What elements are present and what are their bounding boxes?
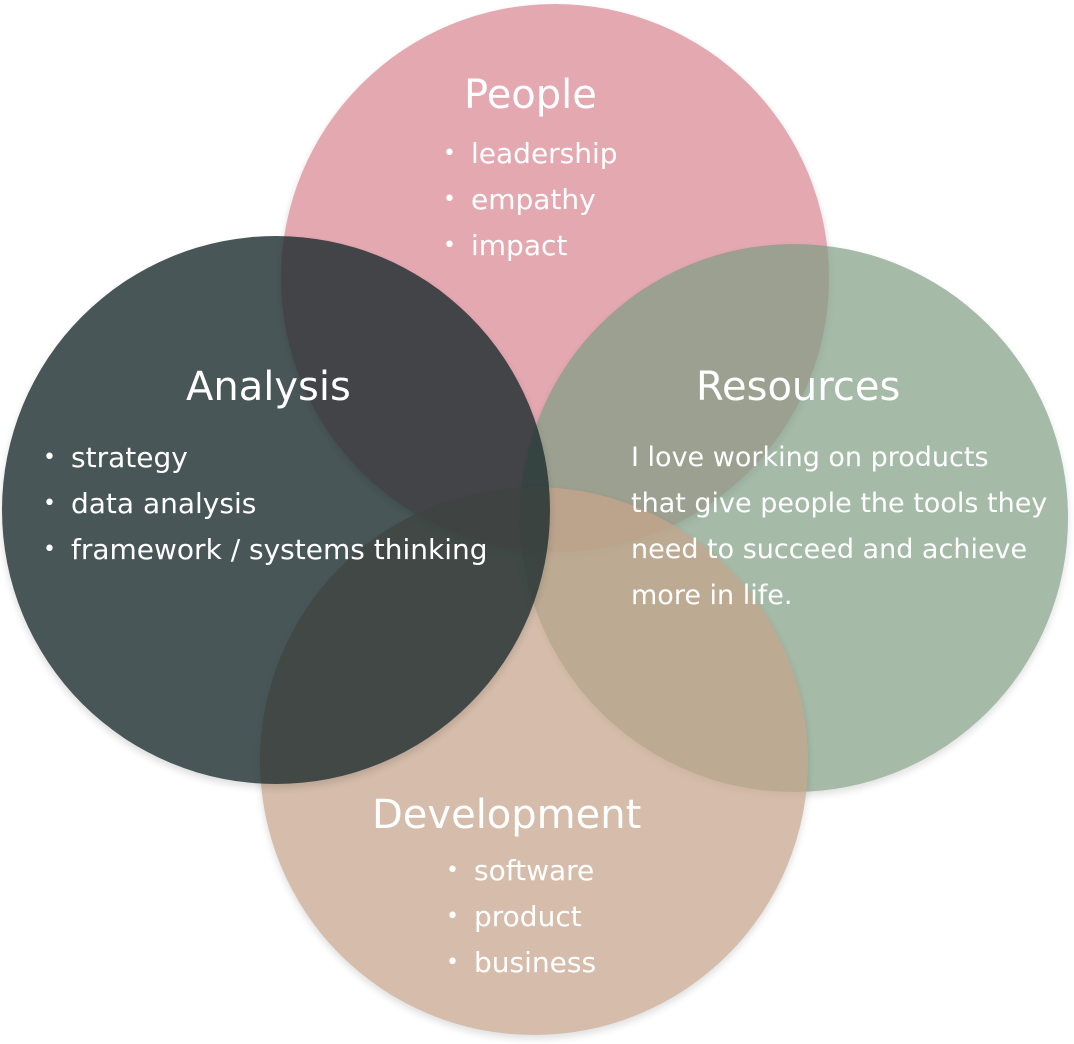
development-title: Development (372, 792, 642, 838)
list-item: empathy (443, 177, 618, 223)
list-item: strategy (43, 435, 488, 481)
list-item: data analysis (43, 481, 488, 527)
people-list: leadership empathy impact (443, 131, 618, 269)
list-item: business (446, 940, 596, 986)
list-item: leadership (443, 131, 618, 177)
list-item: software (446, 848, 596, 894)
list-item: framework / systems thinking (43, 527, 488, 573)
list-item: product (446, 894, 596, 940)
resources-title: Resources (696, 364, 901, 410)
analysis-list: strategy data analysis framework / syste… (43, 435, 488, 573)
development-list: software product business (446, 848, 596, 986)
list-item: impact (443, 223, 618, 269)
people-title: People (464, 72, 597, 118)
analysis-title: Analysis (186, 364, 351, 410)
resources-description: I love working on products that give peo… (631, 442, 1048, 611)
